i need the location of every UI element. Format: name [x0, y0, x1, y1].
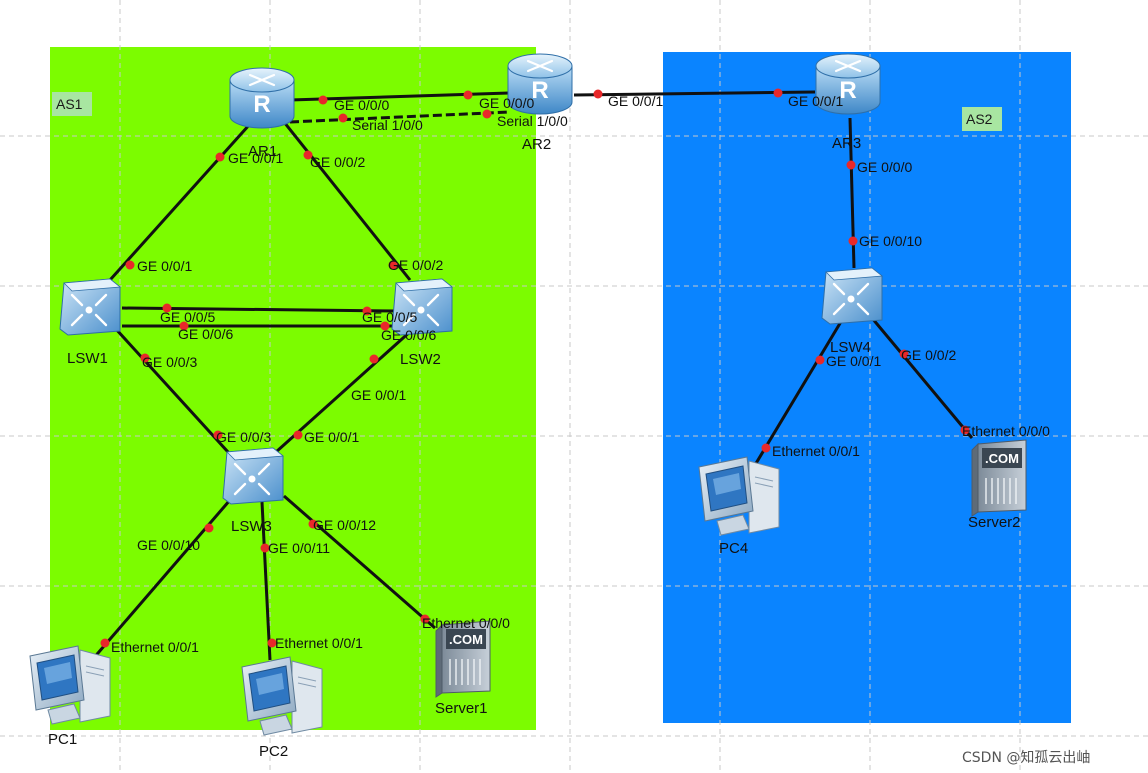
as1-tag: AS1 — [56, 96, 83, 112]
device-label-server1: Server1 — [435, 700, 488, 717]
port-label: GE 0/0/10 — [137, 537, 200, 553]
port-label: GE 0/0/12 — [313, 517, 376, 533]
port-label: Ethernet 0/0/1 — [111, 639, 199, 655]
link-ar1-lsw1[interactable] — [108, 122, 252, 282]
port-label: Serial 1/0/0 — [352, 117, 423, 133]
switch-lsw1[interactable]: LSW1 — [58, 277, 122, 367]
device-label-server2: Server2 — [968, 514, 1021, 531]
port-label: GE 0/0/0 — [857, 159, 912, 175]
server-icon — [435, 620, 491, 698]
port-label: GE 0/0/0 — [334, 97, 389, 113]
router-icon — [228, 66, 296, 130]
port-label: GE 0/0/2 — [310, 154, 365, 170]
router-ar3[interactable]: AR3 — [814, 52, 882, 152]
switch-lsw3[interactable]: LSW3 — [221, 446, 285, 535]
switch-icon — [58, 277, 122, 337]
link-lsw1-lsw3[interactable] — [113, 326, 230, 454]
link-lsw4-server2[interactable] — [870, 317, 974, 439]
device-label-lsw2: LSW2 — [400, 351, 441, 368]
link-ar1-ar2-serial[interactable] — [289, 110, 511, 124]
port-label: GE 0/0/1 — [826, 353, 881, 369]
device-label-ar1: AR1 — [248, 143, 277, 160]
switch-lsw4[interactable]: LSW4 — [820, 266, 884, 356]
device-label-pc2: PC2 — [259, 743, 288, 760]
pc-icon — [29, 645, 111, 725]
router-ar2[interactable]: AR2 — [506, 52, 574, 153]
port-label: GE 0/0/1 — [228, 150, 283, 166]
port-label: Ethernet 0/0/0 — [422, 615, 510, 631]
server-server1[interactable]: Server1 — [435, 620, 491, 717]
port-label: GE 0/0/2 — [901, 347, 956, 363]
switch-lsw2[interactable]: LSW2 — [390, 277, 454, 368]
as2-area — [663, 52, 1071, 723]
port-label: GE 0/0/1 — [608, 93, 663, 109]
port-label: GE 0/0/11 — [268, 540, 330, 556]
port-label: GE 0/0/0 — [479, 95, 534, 111]
device-label-ar2: AR2 — [522, 136, 551, 153]
device-label-pc4: PC4 — [719, 540, 748, 557]
port-label: GE 0/0/1 — [351, 387, 406, 403]
link-ar1-lsw2[interactable] — [282, 121, 412, 281]
port-label: GE 0/0/1 — [304, 429, 359, 445]
as2-tag: AS2 — [966, 111, 993, 127]
port-label: GE 0/0/10 — [859, 233, 922, 249]
as1-tag-bg — [52, 92, 92, 116]
server-icon — [971, 439, 1027, 517]
link-lsw3-pc2[interactable] — [260, 501, 272, 661]
switch-icon — [221, 446, 285, 506]
port-label: Ethernet 0/0/1 — [772, 443, 860, 459]
device-label-ar3: AR3 — [832, 135, 861, 152]
port-label: GE 0/0/5 — [160, 309, 215, 325]
port-label: GE 0/0/6 — [178, 326, 233, 342]
device-label-lsw3: LSW3 — [231, 518, 272, 535]
pc-pc2[interactable]: PC2 — [241, 656, 323, 760]
port-label: GE 0/0/1 — [137, 258, 192, 274]
as2-tag-bg — [962, 107, 1002, 131]
link-lsw3-server1[interactable] — [283, 494, 436, 630]
port-label: Ethernet 0/0/1 — [275, 635, 363, 651]
pc-pc4[interactable]: PC4 — [698, 456, 780, 557]
port-label: GE 0/0/6 — [381, 327, 436, 343]
pc-pc1[interactable]: PC1 — [29, 645, 111, 748]
port-label: Serial 1/0/0 — [497, 113, 568, 129]
device-label-pc1: PC1 — [48, 731, 77, 748]
port-label: GE 0/0/3 — [216, 429, 271, 445]
device-label-lsw1: LSW1 — [67, 350, 108, 367]
port-dots — [100, 88, 970, 648]
server-server2[interactable]: Server2 — [968, 439, 1027, 531]
router-ar1[interactable]: AR1 — [228, 66, 296, 160]
port-label: Ethernet 0/0/0 — [962, 423, 1050, 439]
watermark: CSDN @知孤云出岫 — [962, 749, 1090, 766]
port-label: GE 0/0/2 — [388, 257, 443, 273]
port-label: GE 0/0/5 — [362, 309, 417, 325]
port-label: GE 0/0/1 — [788, 93, 843, 109]
port-label: GE 0/0/3 — [142, 354, 197, 370]
device-label-lsw4: LSW4 — [830, 339, 871, 356]
switch-icon — [820, 266, 884, 326]
